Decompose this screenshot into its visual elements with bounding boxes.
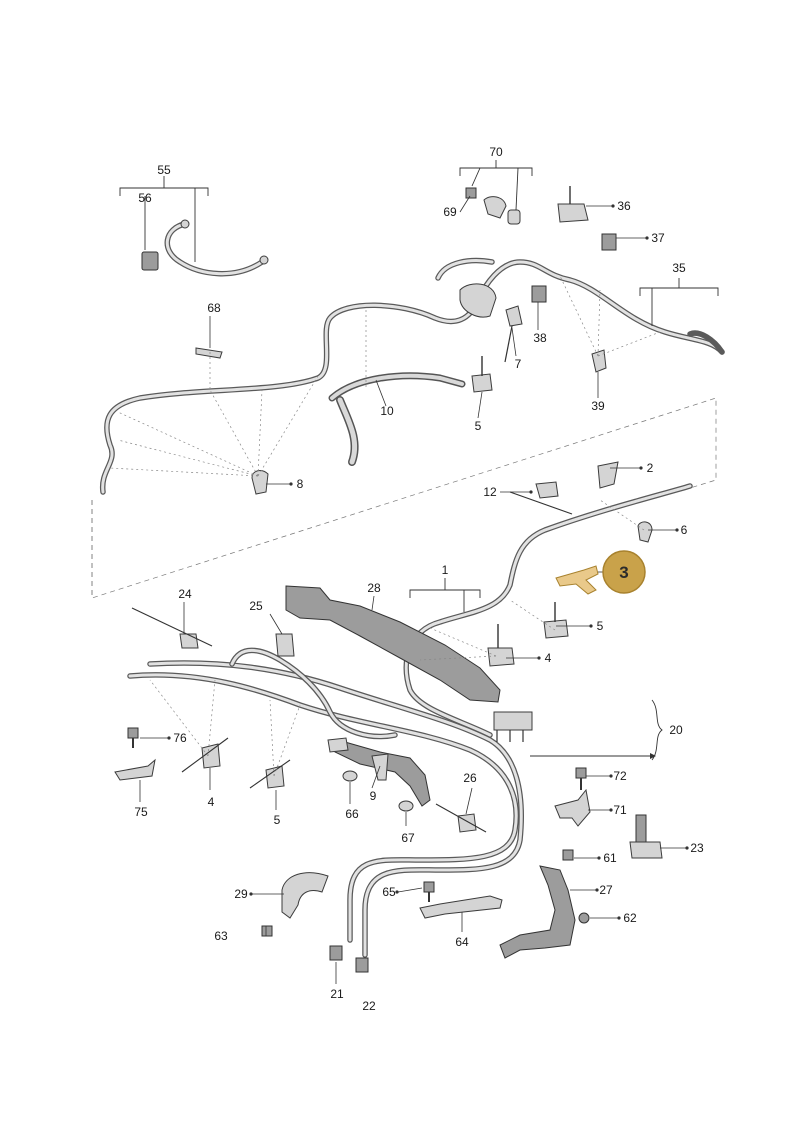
label-55: 55 (157, 163, 171, 177)
label-24: 24 (178, 587, 192, 601)
dotted-leaders (109, 275, 661, 777)
label-5-mid: 5 (597, 619, 604, 633)
label-63: 63 (214, 929, 228, 943)
label-67: 67 (401, 831, 415, 845)
part-75-bracket (114, 758, 156, 781)
label-29: 29 (234, 887, 248, 901)
part-3-callout-label: 3 (619, 563, 628, 582)
label-26: 26 (463, 771, 477, 785)
label-7: 7 (515, 357, 522, 371)
label-12: 12 (483, 485, 497, 499)
label-70: 70 (489, 145, 503, 159)
label-66: 66 (345, 807, 359, 821)
part-71-bracket (554, 788, 591, 827)
part-3-callout-badge (602, 550, 646, 594)
label-71: 71 (613, 803, 627, 817)
label-56: 56 (138, 191, 152, 205)
part-23-connector (629, 814, 663, 859)
label-20: 20 (669, 723, 683, 737)
label-36: 36 (617, 199, 631, 213)
label-27: 27 (599, 883, 613, 897)
part-28-cable-tray (285, 585, 533, 742)
label-25: 25 (249, 599, 263, 613)
part-9-bracket (334, 739, 431, 807)
label-5-top: 5 (475, 419, 482, 433)
label-5-low: 5 (274, 813, 281, 827)
part-55-cable (164, 219, 269, 277)
label-6: 6 (681, 523, 688, 537)
label-2: 2 (647, 461, 654, 475)
label-10: 10 (380, 404, 394, 418)
label-22: 22 (362, 999, 376, 1013)
label-65: 65 (382, 885, 396, 899)
label-35: 35 (672, 261, 686, 275)
label-21: 21 (330, 987, 344, 1001)
part-64-strap (419, 895, 503, 919)
label-8: 8 (297, 477, 304, 491)
group-brackets (119, 160, 719, 761)
leader-lines (139, 195, 689, 984)
label-9: 9 (370, 789, 377, 803)
label-61: 61 (603, 851, 617, 865)
dashed-section-outline (91, 397, 717, 599)
part-29-cover (281, 872, 329, 919)
label-72: 72 (613, 769, 627, 783)
part-27-bracket (499, 865, 576, 959)
upper-main-harness (100, 257, 725, 495)
label-28: 28 (367, 581, 381, 595)
lower-main-harness (127, 483, 693, 958)
label-75: 75 (134, 805, 148, 819)
callout-labels: 55 56 70 69 36 37 35 68 38 7 39 10 5 2 8… (134, 145, 704, 1013)
label-76: 76 (173, 731, 187, 745)
part-3-shape (555, 565, 599, 595)
label-68: 68 (207, 301, 221, 315)
label-64: 64 (455, 935, 469, 949)
part-10-pipe (328, 372, 466, 466)
label-1: 1 (442, 563, 449, 577)
label-37: 37 (651, 231, 665, 245)
label-69: 69 (443, 205, 457, 219)
part-3-highlighted[interactable]: 3 (555, 550, 646, 595)
label-39: 39 (591, 399, 605, 413)
label-38: 38 (533, 331, 547, 345)
label-4-low: 4 (208, 795, 215, 809)
label-23: 23 (690, 841, 704, 855)
label-62: 62 (623, 911, 637, 925)
label-4-mid: 4 (545, 651, 552, 665)
